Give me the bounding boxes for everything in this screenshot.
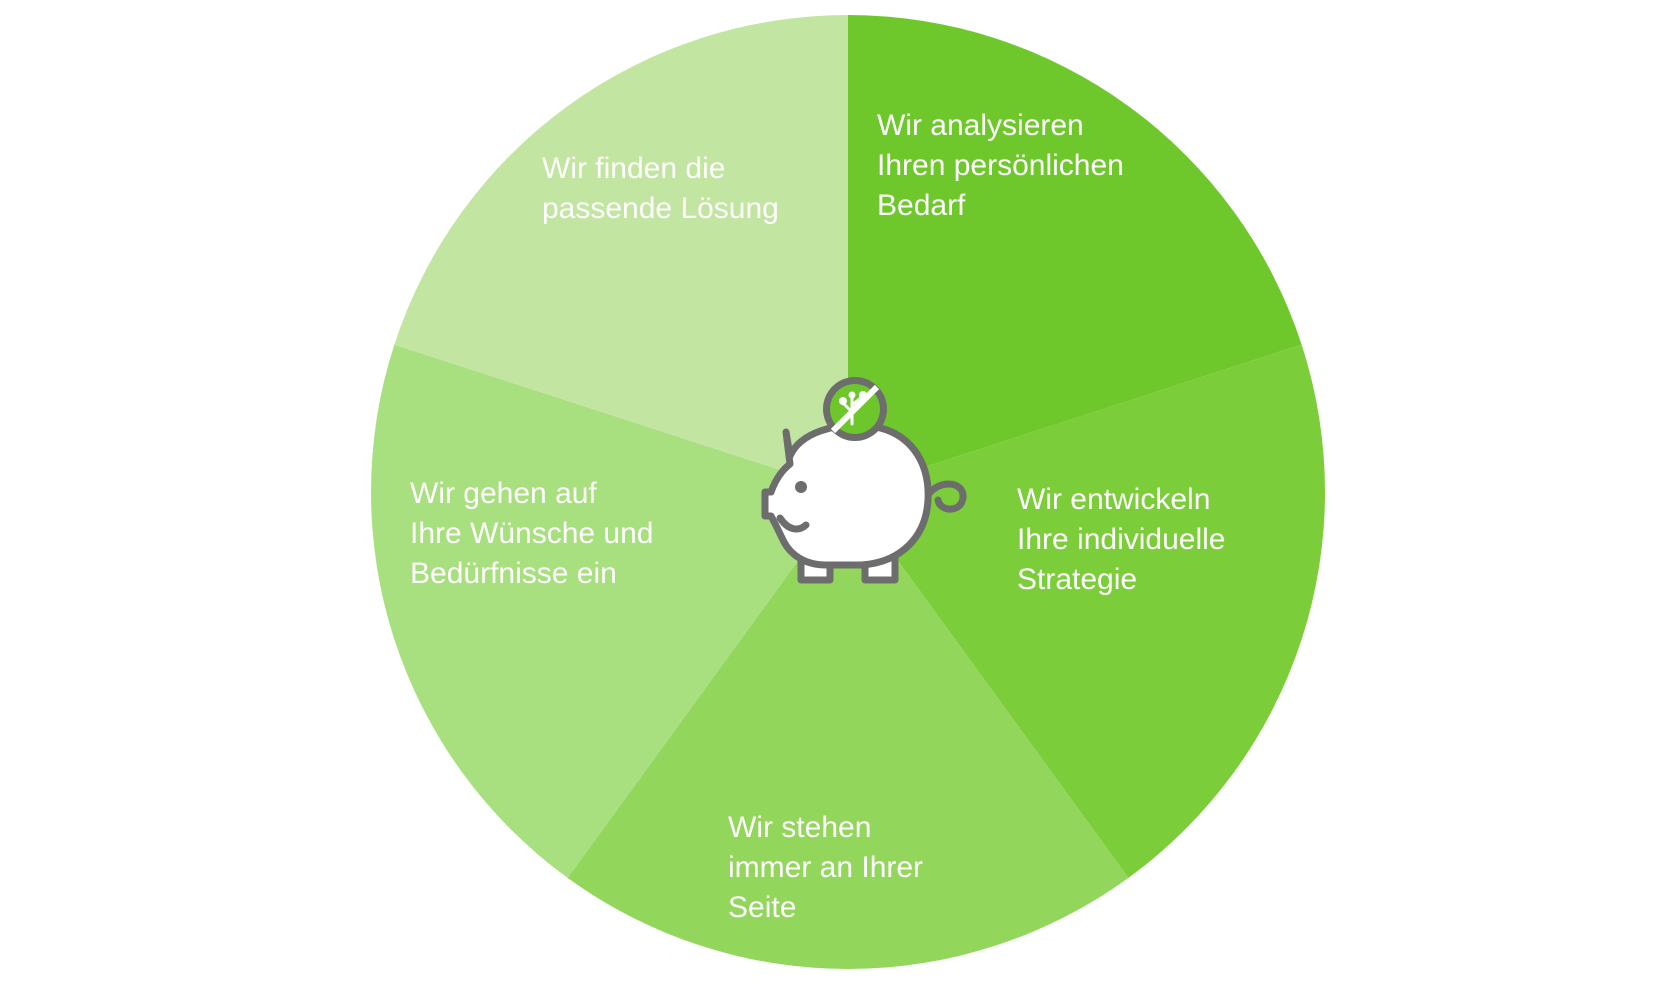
segment-support xyxy=(567,492,1129,969)
segment-solution xyxy=(394,15,848,492)
sprout-coin-icon xyxy=(823,377,887,441)
segments-layer xyxy=(371,15,1325,969)
segment-label-solution: Wir finden die passende Lösung xyxy=(542,152,779,225)
segment-develop xyxy=(848,344,1325,878)
segment-label-needs: Wir gehen auf Ihre Wünsche und Bedürfnis… xyxy=(410,477,662,590)
segment-label-develop: Wir entwickeln Ihre individuelle Strateg… xyxy=(1017,483,1234,596)
segment-label-analyze: Wir analysieren Ihren persönlichen Bedar… xyxy=(877,109,1132,222)
segment-label-support: Wir stehen immer an Ihrer Seite xyxy=(728,811,931,924)
segment-analyze xyxy=(848,15,1302,492)
segment-needs xyxy=(371,344,848,878)
